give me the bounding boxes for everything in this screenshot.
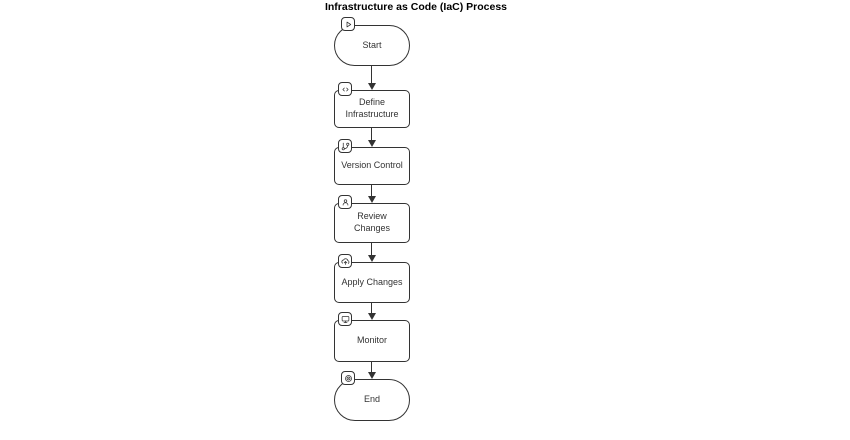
- node-label: Start: [362, 39, 382, 50]
- node-label: End: [363, 394, 380, 405]
- target-icon: [341, 371, 355, 385]
- flow-arrow-version-review: [366, 185, 378, 203]
- arrow-head-icon: [368, 140, 376, 147]
- arrow-line: [371, 243, 372, 258]
- flow-arrow-define-version: [366, 128, 378, 147]
- user-review-icon: [338, 195, 352, 209]
- flow-arrow-apply-monitor: [366, 303, 378, 320]
- arrow-head-icon: [368, 196, 376, 203]
- arrow-line: [371, 303, 372, 316]
- node-end: End: [334, 371, 410, 421]
- flow-arrow-review-apply: [366, 243, 378, 262]
- flow-arrow-start-define: [366, 66, 378, 90]
- diagram-title: Infrastructure as Code (IaC) Process: [324, 1, 508, 13]
- flow-arrow-monitor-end: [366, 362, 378, 379]
- node-label: Review Changes: [353, 211, 391, 233]
- node-label: Define Infrastructure: [345, 97, 399, 119]
- arrow-line: [371, 362, 372, 375]
- arrow-head-icon: [368, 83, 376, 90]
- arrow-line: [371, 66, 372, 86]
- monitor-icon: [338, 312, 352, 326]
- node-label: Apply Changes: [341, 276, 403, 287]
- node-monitor: Monitor: [334, 312, 410, 362]
- arrow-line: [371, 128, 372, 143]
- git-branch-icon: [338, 139, 352, 153]
- arrow-line: [371, 185, 372, 199]
- arrow-head-icon: [368, 313, 376, 320]
- node-label: Monitor: [356, 335, 387, 346]
- node-label: Version Control: [341, 160, 403, 171]
- node-start: Start: [334, 17, 410, 66]
- node-apply-changes: Apply Changes: [334, 254, 410, 303]
- arrow-head-icon: [368, 255, 376, 262]
- cloud-upload-icon: [338, 254, 352, 268]
- play-icon: [341, 17, 355, 31]
- node-review-changes: Review Changes: [334, 195, 410, 243]
- arrow-head-icon: [368, 372, 376, 379]
- code-icon: [338, 82, 352, 96]
- node-define-infrastructure: Define Infrastructure: [334, 82, 410, 128]
- node-version-control: Version Control: [334, 139, 410, 185]
